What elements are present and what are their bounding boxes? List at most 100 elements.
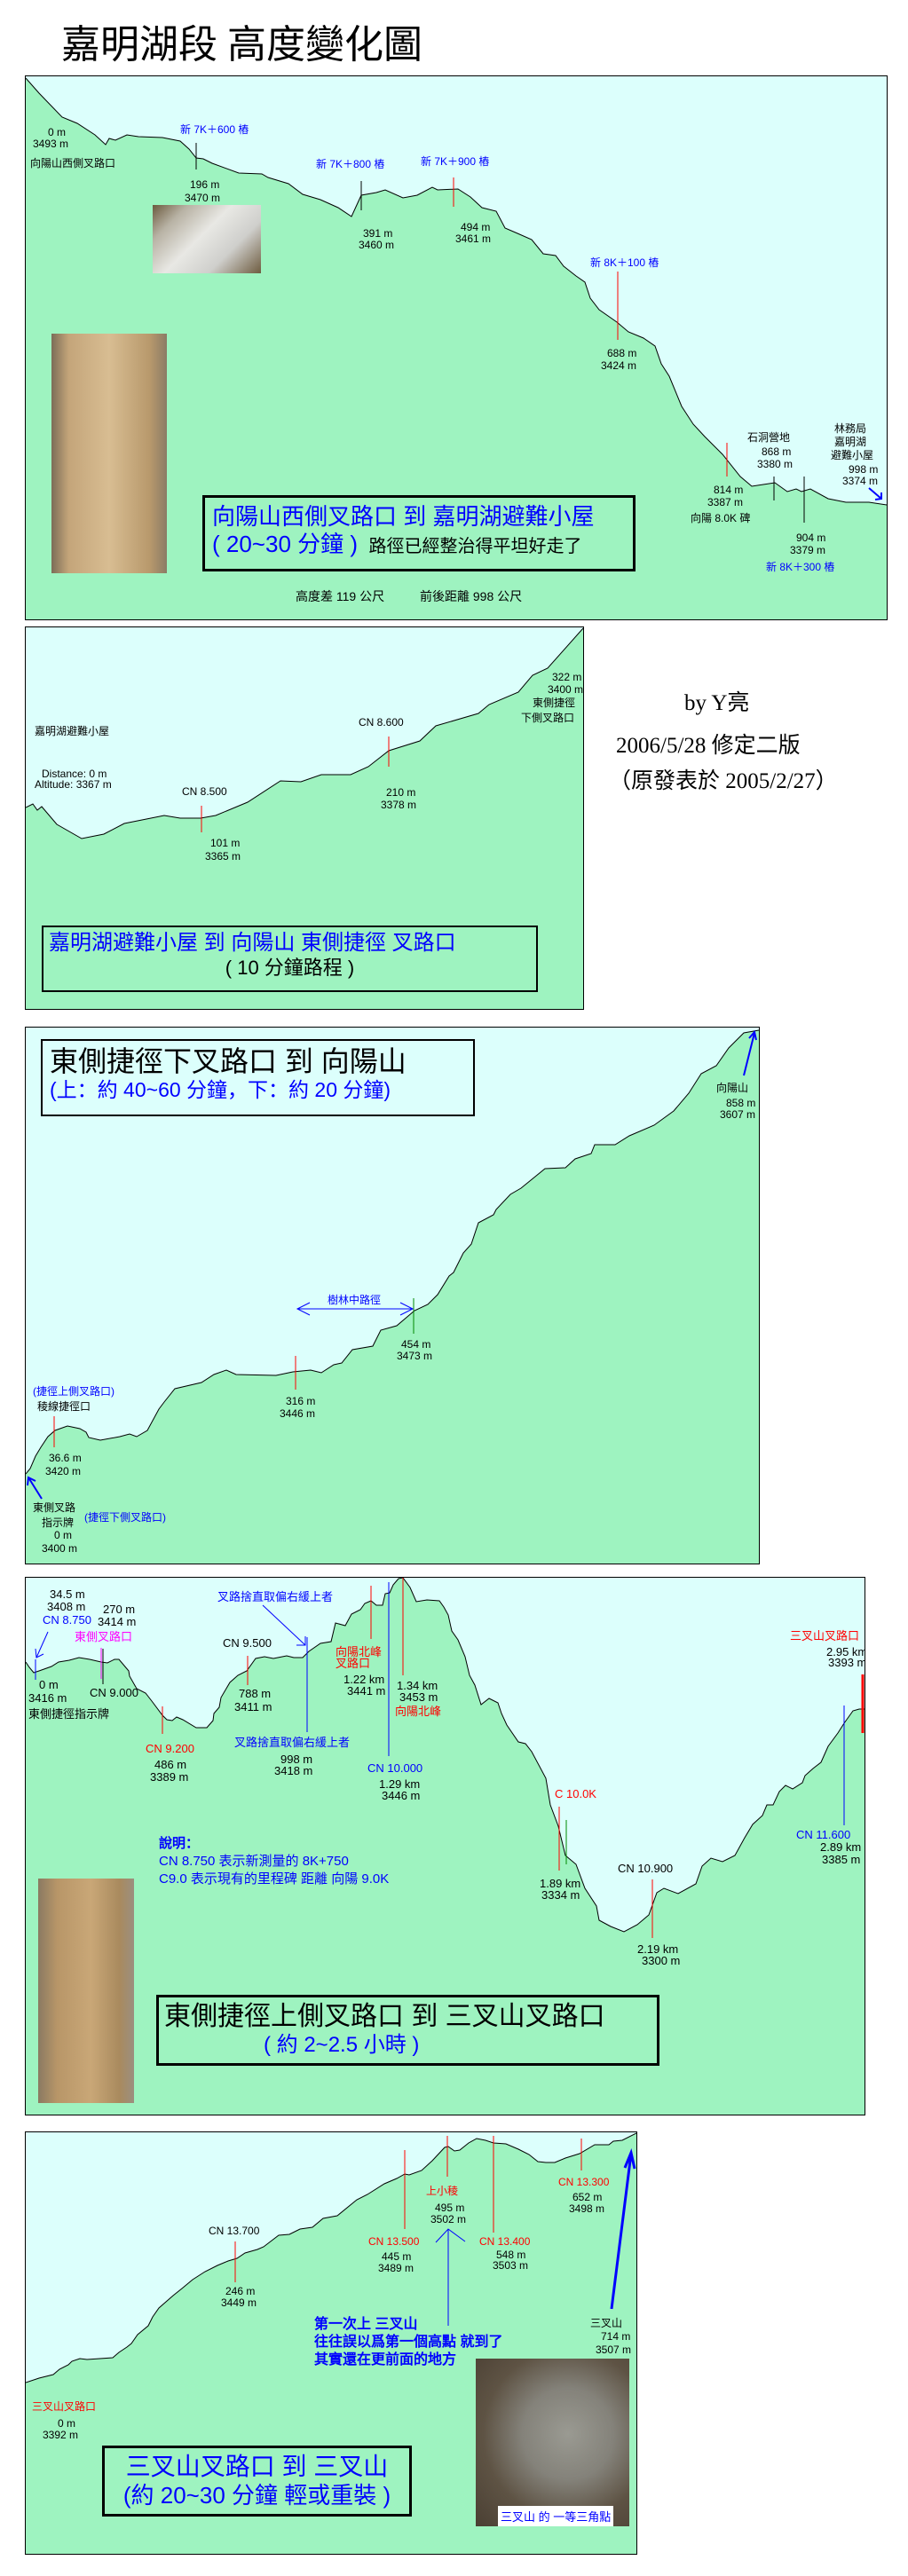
panel-jiaming-west-fork-to-cabin: 向陽山西側叉路口 到 嘉明湖避難小屋 ( 20~30 分鐘 ) 路徑已經整治得平… xyxy=(25,75,888,620)
profile-label: 36.6 m xyxy=(49,1452,82,1464)
profile-label: 0 m xyxy=(58,2417,76,2430)
profile-label: 指示牌 xyxy=(42,1516,75,1529)
profile-label: 向陽山西側叉路口 xyxy=(30,157,116,169)
profile-label: 3400 m xyxy=(548,683,584,696)
profile-label: 東側叉路口 xyxy=(75,1630,133,1643)
profile-label: 0 m xyxy=(48,126,67,138)
profile-label: CN 9.200 xyxy=(146,1742,194,1755)
trail-sign-7k600-photo xyxy=(153,205,261,273)
profile-label: 避難小屋 xyxy=(831,449,874,461)
profile-label: 3393 m xyxy=(828,1656,865,1669)
profile-label: CN 10.000 xyxy=(367,1761,423,1775)
profile-label: 3503 m xyxy=(493,2259,529,2272)
profile-label: CN 13.700 xyxy=(209,2225,260,2237)
route-duration: ( 20~30 分鐘 ) xyxy=(212,531,359,558)
profile-label: 向陽 8.0K 碑 xyxy=(691,512,751,524)
profile-label: 3446 m xyxy=(382,1789,421,1802)
profile-label: 3473 m xyxy=(397,1350,433,1362)
profile-label: 1.22 km xyxy=(343,1673,385,1686)
profile-label: 新 7K＋900 樁 xyxy=(421,155,490,168)
panel-cabin-to-east-shortcut: 嘉明湖避難小屋 到 向陽山 東側捷徑 叉路口 ( 10 分鐘路程 ) 嘉明湖避難… xyxy=(25,626,584,1010)
profile-label: 3416 m xyxy=(28,1691,67,1705)
note-line: 第一次上 三叉山 xyxy=(314,2317,418,2332)
profile-label: CN 11.600 xyxy=(796,1828,851,1841)
profile-label: Distance: 0 m xyxy=(42,768,107,780)
profile-label: 3300 m xyxy=(642,1954,681,1967)
profile-label: 548 m xyxy=(496,2249,526,2261)
profile-label: (捷徑上側叉路口) xyxy=(33,1385,114,1398)
profile-label: 3424 m xyxy=(601,359,637,372)
profile-label: 3502 m xyxy=(430,2213,467,2225)
profile-label: 3334 m xyxy=(541,1888,580,1902)
profile-label: 叉路捨直取偏右緩上者 xyxy=(234,1736,351,1749)
profile-label: 三叉山 xyxy=(590,2317,623,2329)
ground-fill xyxy=(26,628,583,1009)
profile-label: CN 9.500 xyxy=(223,1636,272,1650)
profile-label: 714 m xyxy=(601,2330,631,2343)
elevation-difference: 高度差 119 公尺 xyxy=(296,589,385,603)
route-note: 路徑已經整治得平坦好走了 xyxy=(368,537,582,557)
profile-label: 454 m xyxy=(401,1338,431,1351)
sancha-signpost-photo xyxy=(51,334,167,573)
profile-label: 3446 m xyxy=(280,1407,316,1420)
legend-line: CN 8.750 表示新測量的 8K+750 xyxy=(159,1854,349,1869)
profile-label: 34.5 m xyxy=(50,1587,85,1601)
route-title-box: 向陽山西側叉路口 到 嘉明湖避難小屋 ( 20~30 分鐘 ) 路徑已經整治得平… xyxy=(202,495,636,571)
profile-label: 3461 m xyxy=(455,232,492,245)
profile-label: 3389 m xyxy=(150,1770,189,1784)
profile-label: CN 8.500 xyxy=(182,785,227,798)
arrow-icon xyxy=(27,1476,43,1500)
profile-label: 東側叉路 xyxy=(33,1501,76,1514)
profile-label: 246 m xyxy=(225,2285,256,2297)
profile-label: 0 m xyxy=(54,1529,73,1541)
elevation-profile-line xyxy=(26,77,887,506)
panel-sancha-fork-to-sancha: 第一次上 三叉山 往往誤以爲第一個高點 就到了 其實還在更前面的地方 三叉山 的… xyxy=(25,2131,637,2555)
profile-label: 0 m xyxy=(39,1678,59,1691)
route-duration: ( 約 2~2.5 小時 ) xyxy=(264,2033,420,2057)
profile-label: 東側捷徑 xyxy=(533,697,576,709)
panel-east-shortcut-to-xiangyang: 東側捷徑下叉路口 到 向陽山 (上：約 40~60 分鐘，下：約 20 分鐘) … xyxy=(25,1027,760,1564)
profile-label: 3489 m xyxy=(378,2262,415,2274)
profile-label: 868 m xyxy=(762,445,792,458)
arrow-icon xyxy=(868,487,882,500)
note-line: 往往誤以爲第一個高點 就到了 xyxy=(314,2335,503,2350)
route-duration: (約 20~30 分鐘 輕或重裝 ) xyxy=(122,2481,391,2509)
profile-label: 3441 m xyxy=(347,1684,386,1698)
profile-label: 3607 m xyxy=(720,1108,756,1121)
summit-arrow-icon xyxy=(743,1029,757,1076)
profile-label: 1.29 km xyxy=(379,1777,421,1791)
profile-label: 3493 m xyxy=(33,138,69,150)
route-title-box: 東側捷徑下叉路口 到 向陽山 (上：約 40~60 分鐘，下：約 20 分鐘) xyxy=(41,1039,475,1116)
profile-label: 998 m xyxy=(280,1753,313,1766)
profile-label: 445 m xyxy=(382,2250,412,2263)
profile-label: 2.19 km xyxy=(637,1942,679,1956)
profile-label: 904 m xyxy=(796,532,826,544)
profile-label: 3453 m xyxy=(399,1690,438,1704)
profile-label: 3385 m xyxy=(822,1853,861,1866)
page-title: 嘉明湖段 高度變化圖 xyxy=(61,23,422,67)
legend-line: C9.0 表示現有的里程碑 距離 向陽 9.0K xyxy=(159,1871,390,1887)
profile-label: 3420 m xyxy=(45,1465,82,1477)
ground-fill xyxy=(26,1030,759,1564)
profile-label: 1.34 km xyxy=(397,1679,438,1692)
profile-label: CN 13.400 xyxy=(479,2235,531,2248)
profile-label: 3411 m xyxy=(234,1700,272,1713)
elevation-profile-line xyxy=(26,1578,865,1933)
wooden-signpost-photo xyxy=(38,1879,134,2103)
profile-label: 3378 m xyxy=(381,799,417,811)
profile-label: 叉路捨直取偏右緩上者 xyxy=(217,1590,334,1603)
profile-label: 三叉山叉路口 xyxy=(790,1629,860,1642)
profile-label: CN 8.750 xyxy=(43,1613,91,1627)
profile-label: 上小稜 xyxy=(426,2185,459,2197)
profile-label: 3418 m xyxy=(274,1764,313,1777)
elevation-profile-line xyxy=(26,1029,759,1475)
profile-label: 3387 m xyxy=(707,496,744,508)
profile-label: 稜線捷徑口 xyxy=(37,1400,91,1413)
arrow-icon xyxy=(35,1631,49,1658)
profile-label: 858 m xyxy=(726,1097,756,1109)
profile-label: 新 8K＋100 樁 xyxy=(590,256,659,269)
profile-label: 三叉山叉路口 xyxy=(32,2400,97,2413)
forest-trail-double-arrow-icon xyxy=(296,1302,415,1316)
route-title: 向陽山西側叉路口 到 嘉明湖避難小屋 xyxy=(212,503,595,530)
profile-label: 3392 m xyxy=(43,2429,79,2441)
